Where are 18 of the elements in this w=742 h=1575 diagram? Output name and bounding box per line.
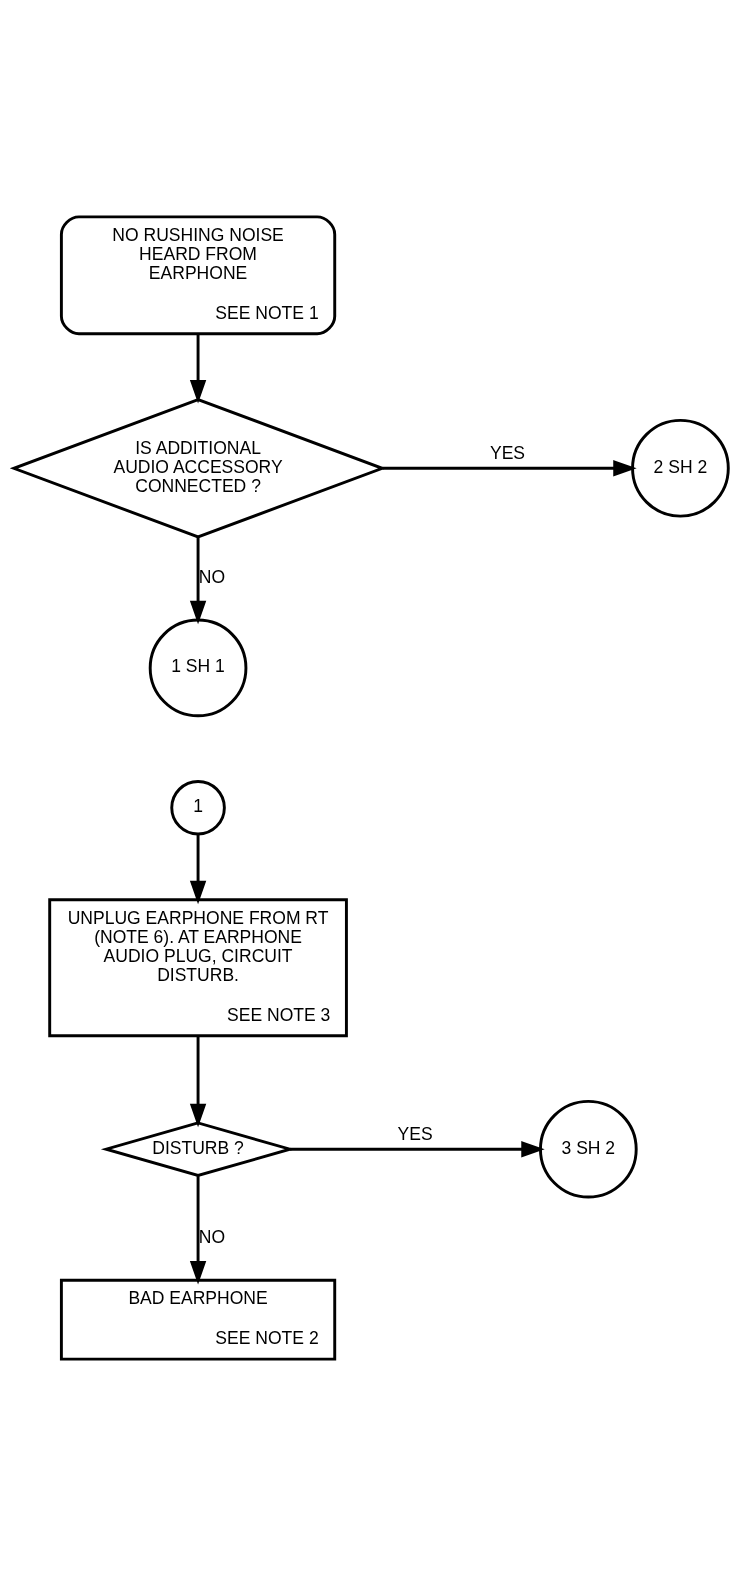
node-circle: 1 SH 1 [148, 618, 248, 717]
node-circle: 3 SH 2 [539, 1099, 638, 1199]
edge-label: NO [198, 1226, 226, 1247]
arrow [189, 833, 207, 904]
arrow [189, 333, 207, 403]
node-box: BAD EARPHONE SEE NOTE 2 [59, 1278, 337, 1361]
edge-label: YES [397, 1123, 433, 1144]
arrow [290, 1140, 545, 1157]
node-circle: 1 [170, 779, 226, 835]
node-box: NO RUSHING NOISE HEARD FROM EARPHONE SEE NOTE 1 [59, 214, 337, 335]
edge-label: YES [489, 442, 526, 463]
node-circle: 2 SH 2 [631, 418, 730, 518]
arrow [189, 1175, 207, 1284]
arrow [189, 1035, 207, 1127]
edge-label: NO [198, 566, 226, 587]
arrow [189, 536, 207, 624]
node-box: UNPLUG EARPHONE FROM RT (NOTE 6). AT EARPHONE AUDIO PLUG, CIRCUIT DISTURB. SEE NOTE 3 [48, 897, 348, 1037]
arrow [382, 459, 637, 476]
